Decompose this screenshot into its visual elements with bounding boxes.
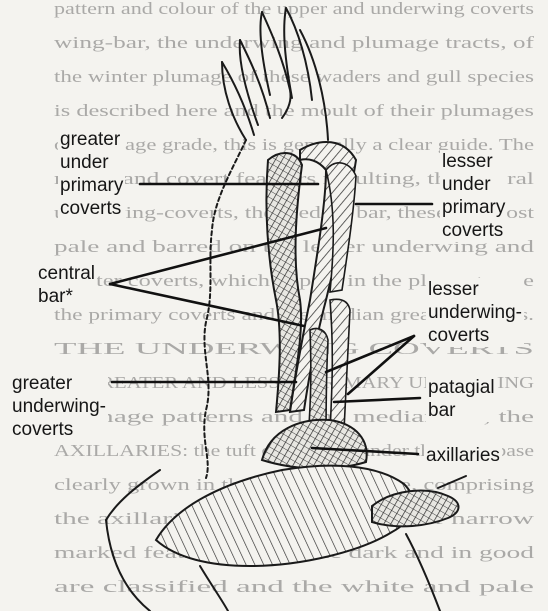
background-text-line: wing-bar, the underwing and plumage trac… bbox=[54, 33, 534, 52]
background-text-line: pattern and colour of the upper and unde… bbox=[54, 0, 534, 18]
label-lesser-underwing-coverts: lesser underwing- coverts bbox=[426, 278, 524, 347]
background-text-line: are classified and the white and pale bbox=[54, 577, 534, 596]
label-central-bar: central bar* bbox=[36, 262, 97, 308]
axillaries-tuft bbox=[262, 420, 367, 469]
background-text-line: the winter plumage of these waders and g… bbox=[54, 67, 534, 86]
background-text-line: is described here and the moult of their… bbox=[54, 101, 534, 120]
label-lesser-under-primary-coverts: lesser under primary coverts bbox=[440, 150, 507, 242]
label-greater-under-primary-coverts: greater under primary coverts bbox=[58, 128, 125, 220]
label-patagial-bar: patagial bar bbox=[426, 376, 497, 422]
label-axillaries: axillaries bbox=[424, 444, 502, 467]
label-greater-underwing-coverts: greater underwing- coverts bbox=[10, 372, 108, 441]
